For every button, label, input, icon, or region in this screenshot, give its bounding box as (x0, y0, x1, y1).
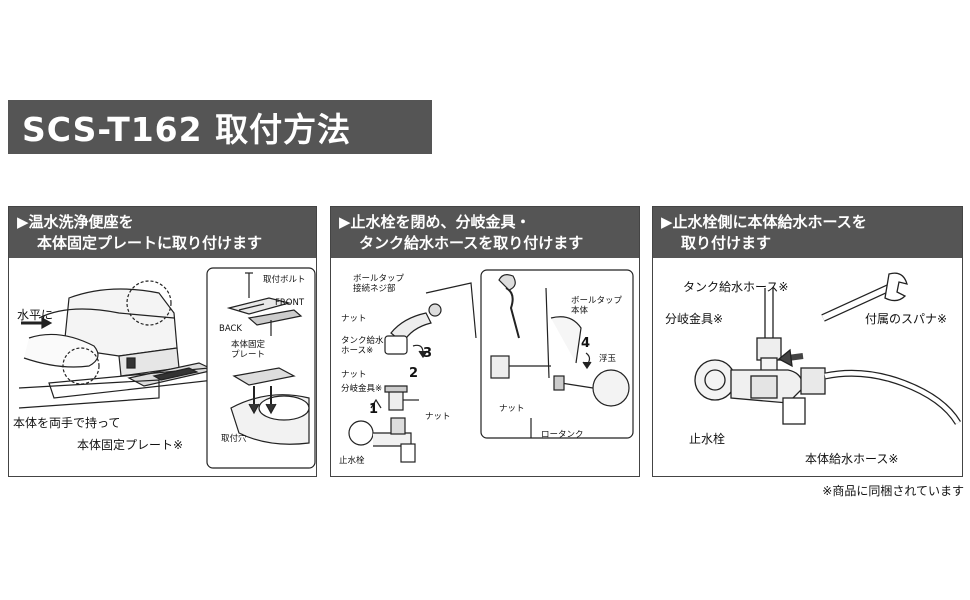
label-mounting-bolt: 取付ボルト (263, 275, 306, 285)
step-panel-3: ▶止水栓側に本体給水ホースを 取り付けます (652, 206, 963, 477)
step-2-heading-line1: ▶止水栓を閉め、分岐金具・ (339, 213, 531, 231)
branch-fitting-illustration (348, 269, 634, 463)
label-nut-3: ナット (425, 412, 451, 422)
step-3-heading-line2: 取り付けます (681, 234, 772, 252)
label-level: 水平に (17, 308, 54, 322)
label-tank-supply-hose: タンク給水 ホース※ (341, 336, 384, 356)
step-3-heading: ▶止水栓側に本体給水ホースを 取り付けます (653, 207, 962, 258)
label-low-tank: ロータンク (541, 430, 584, 440)
step-1-heading: ▶温水洗浄便座を 本体固定プレートに取り付けます (9, 207, 316, 258)
step-1-heading-line1: ▶温水洗浄便座を (17, 213, 134, 231)
included-items-footnote: ※商品に同梱されています (822, 484, 964, 498)
label-ballcock-body: ボールタップ 本体 (571, 296, 623, 316)
step-number-2: 2 (409, 366, 419, 381)
step-2-illustration: ボールタップ 接続ネジ部 ナット タンク給水 ホース※ ナット 分岐金具※ ナッ… (331, 258, 639, 476)
page-title: SCS-T162 取付方法 (22, 110, 352, 149)
step-3-illustration: タンク給水ホース※ 分岐金具※ 付属のスパナ※ 止水栓 本体給水ホース※ (653, 258, 962, 476)
step-1-illustration: 水平に 本体を両手で持って 本体固定プレート※ 取付ボルト FRONT BACK… (9, 258, 316, 476)
label-tank-supply-hose-3: タンク給水ホース※ (683, 280, 789, 294)
label-front: FRONT (275, 298, 305, 308)
label-nut-1: ナット (341, 314, 367, 324)
toilet-seat-plate-illustration (18, 267, 316, 469)
step-2-heading-line2: タンク給水ホースを取り付けます (359, 234, 584, 252)
label-included-spanner: 付属のスパナ※ (865, 312, 948, 326)
label-mounting-hole: 取付穴 (221, 434, 247, 444)
label-nut-4: ナット (499, 404, 525, 414)
step-3-heading-line1: ▶止水栓側に本体給水ホースを (661, 213, 867, 231)
step-2-heading: ▶止水栓を閉め、分岐金具・ タンク給水ホースを取り付けます (331, 207, 639, 258)
step-panel-1: ▶温水洗浄便座を 本体固定プレートに取り付けます (8, 206, 317, 477)
label-branch-fitting-3: 分岐金具※ (665, 312, 724, 326)
label-stop-valve-3: 止水栓 (689, 432, 726, 446)
main-hose-connection-illustration (694, 272, 962, 425)
step-number-1: 1 (369, 402, 379, 417)
label-ballcock-connection-thread: ボールタップ 接続ネジ部 (353, 274, 405, 294)
step-number-3: 3 (423, 346, 433, 361)
label-nut-2: ナット (341, 370, 367, 380)
step-panel-2: ▶止水栓を閉め、分岐金具・ タンク給水ホースを取り付けます (330, 206, 640, 477)
label-main-supply-hose: 本体給水ホース※ (805, 452, 899, 466)
label-hold-with-hands: 本体を両手で持って (13, 416, 121, 430)
label-branch-fitting: 分岐金具※ (341, 384, 383, 394)
step-number-4: 4 (581, 336, 591, 351)
label-fixing-plate: 本体固定プレート※ (77, 438, 184, 452)
label-back: BACK (219, 324, 243, 334)
label-plate-small: 本体固定 プレート (231, 340, 266, 360)
label-float: 浮玉 (599, 354, 617, 364)
label-stop-valve: 止水栓 (339, 456, 365, 466)
title-bar: SCS-T162 取付方法 (8, 100, 432, 154)
step-1-heading-line2: 本体固定プレートに取り付けます (37, 234, 263, 252)
